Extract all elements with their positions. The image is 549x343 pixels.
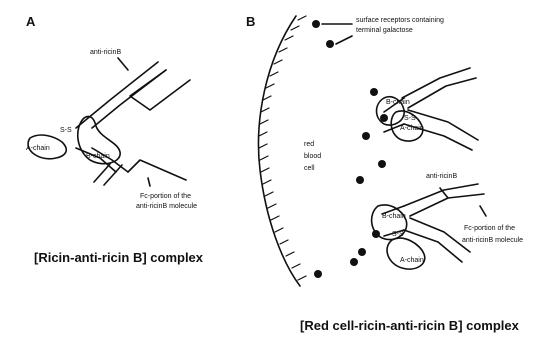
panel-a-fc-label-2: anti-ricinB molecule [136,203,197,210]
receptor-dot [378,160,386,168]
panel-b-lower-antibody [382,184,484,262]
panel-a-fc-label-1: Fc-portion of the [140,193,191,200]
lower-a-chain-label: A-chain [400,257,424,264]
surface-receptors [312,20,388,278]
panel-b-letter: B [246,14,255,29]
panel-a-anti-ricin-label: anti-ricinB [90,49,121,56]
upper-b-chain-label: B-chain [386,99,410,106]
panel-b-caption: [Red cell-ricin-anti-ricin B] complex [300,318,520,333]
receptor-dot [312,20,320,28]
membrane-hatches [259,16,306,280]
rbc-label-1: red [304,141,314,148]
receptor-dot [362,132,370,140]
receptor-dot [372,230,380,238]
receptor-dot [326,40,334,48]
upper-ss-label: S-S [404,115,416,122]
panel-a-antibody [76,62,190,185]
upper-a-chain-label: A-chain [400,125,424,132]
panel-b-fc-arrow [480,206,486,216]
rbc-label-2: blood [304,153,321,160]
receptor-arrow-2 [336,36,352,44]
receptor-dot [358,248,366,256]
receptor-dot [356,176,364,184]
panel-a-ss-label: S-S [60,127,72,134]
receptor-dot [380,114,388,122]
panel-a-fc-arrow [148,178,150,186]
panel-b-fc-label-1: Fc-portion of the [464,225,515,232]
receptors-label-2: terminal galactose [356,27,413,34]
receptors-label-1: surface receptors containing [356,17,444,24]
panel-a-caption: [Ricin-anti-ricin B] complex [34,250,204,265]
lower-b-chain-label: B-chain [382,213,406,220]
panel-b-fc-label-2: anti-ricinB molecule [462,237,523,244]
panel-a-anti-arrow [118,58,128,70]
panel-a-b-chain-label: B-chain [86,153,110,160]
red-blood-cell-membrane [259,16,301,286]
receptor-dot [314,270,322,278]
panel-b-anti-ricin-label: anti-ricinB [426,173,457,180]
panel-a-letter: A [26,14,36,29]
lower-ss-label: S-S [392,231,404,238]
receptor-dot [350,258,358,266]
receptor-dot [370,88,378,96]
rbc-label-3: cell [304,165,315,172]
panel-a-a-chain-label: A-chain [26,145,50,152]
